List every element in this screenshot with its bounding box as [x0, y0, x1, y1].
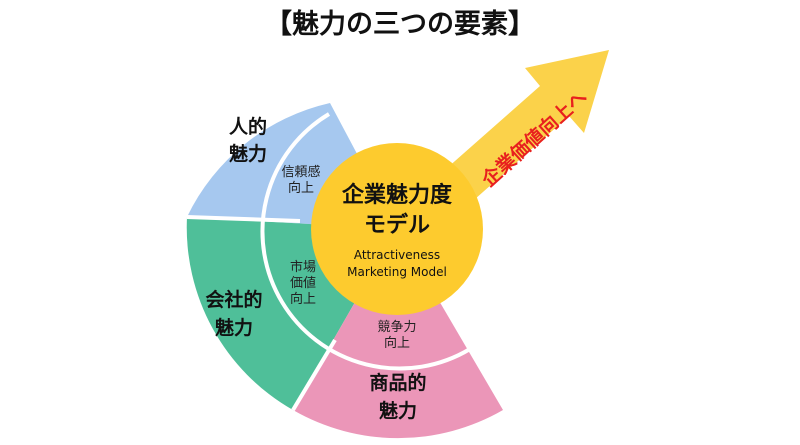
center-circle: [311, 143, 483, 315]
ring-label-market-line1: 市場: [290, 259, 316, 275]
diagram-title: 【魅力の三つの要素】: [265, 9, 535, 40]
segment-company-label-line1: 会社的: [205, 288, 262, 311]
divider-company-product: [291, 338, 337, 412]
ring-label-market-line2: 価値: [290, 275, 316, 291]
segment-product-appeal: [293, 229, 503, 439]
ring-label-competition-line1: 競争力: [377, 320, 416, 335]
ring-label-market-line3: 向上: [290, 291, 316, 307]
segment-company-label-line2: 魅力: [215, 316, 253, 339]
center-english-line2: Marketing Model: [347, 265, 447, 279]
divider-human-company: [186, 215, 301, 223]
center-title-line1: 企業魅力度: [341, 182, 453, 208]
ring-label-competition-line2: 向上: [384, 335, 410, 351]
segment-human-label-line2: 魅力: [229, 142, 267, 165]
segment-product-label-line1: 商品的: [369, 371, 426, 394]
growth-arrow: [438, 50, 609, 207]
ring-label-trust-line1: 信頼感: [281, 164, 320, 180]
segment-human-label-line1: 人的: [229, 115, 267, 138]
center-title-line2: モデル: [364, 212, 430, 238]
center-english-line1: Attractiveness: [354, 248, 440, 262]
segment-product-label-line2: 魅力: [379, 399, 417, 422]
ring-label-trust-line2: 向上: [288, 180, 314, 196]
inner-ring-arc: [260, 112, 472, 371]
